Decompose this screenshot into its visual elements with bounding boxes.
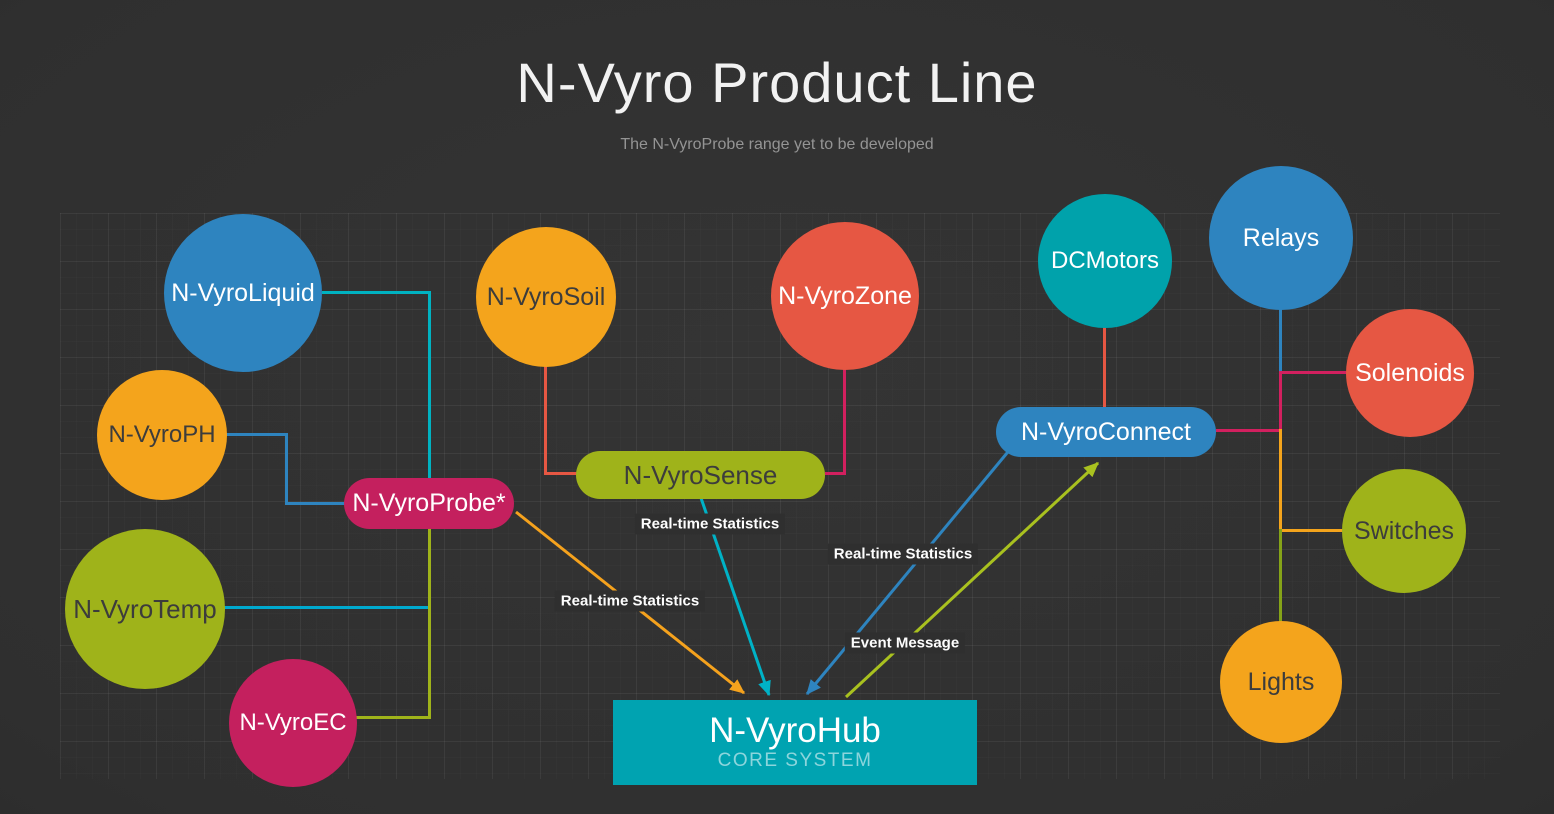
arrow-connect-to-hub <box>805 446 1014 695</box>
node-solenoids[interactable]: Solenoids <box>1346 309 1474 437</box>
connector-ec-probe <box>428 529 431 719</box>
connector-soil-sense <box>544 472 578 475</box>
node-label: N-VyroEC <box>239 709 347 736</box>
node-n-vyrotemp[interactable]: N-VyroTemp <box>65 529 225 689</box>
node-n-vyrosoil[interactable]: N-VyroSoil <box>476 227 616 367</box>
node-n-vyrosense[interactable]: N-VyroSense <box>576 451 825 499</box>
node-n-vyroec[interactable]: N-VyroEC <box>229 659 357 787</box>
node-label: N-VyroSoil <box>486 282 606 311</box>
node-label: N-VyroTemp <box>73 593 217 624</box>
edge-label-probe-to-hub: Real-time Statistics <box>554 590 706 612</box>
connector-temp-probe <box>224 606 430 609</box>
connector-ph-probe <box>285 433 288 505</box>
edge-label-connect-to-hub: Real-time Statistics <box>827 543 979 565</box>
node-n-vyroph[interactable]: N-VyroPH <box>97 370 227 500</box>
connector-liquid-probe <box>322 291 431 294</box>
node-label: Relays <box>1242 223 1320 252</box>
page-title: N-Vyro Product Line <box>516 51 1038 114</box>
edge-label-hub-to-connect: Event Message <box>844 632 966 654</box>
node-n-vyrohub[interactable]: N-VyroHub CORE SYSTEM <box>613 700 977 785</box>
node-label: Switches <box>1353 516 1455 545</box>
node-label: N-VyroLiquid <box>171 278 315 307</box>
node-n-vyroprobe[interactable]: N-VyroProbe* <box>344 478 514 529</box>
hub-subtitle: CORE SYSTEM <box>717 749 873 771</box>
node-label: Lights <box>1247 667 1315 696</box>
connector-connect-trunk <box>1216 429 1282 432</box>
node-label: Solenoids <box>1355 358 1465 387</box>
node-switches[interactable]: Switches <box>1342 469 1466 593</box>
connector-ph-probe <box>226 433 288 436</box>
node-label: DCMotors <box>1050 247 1159 274</box>
connector-ph-probe <box>285 502 345 505</box>
hub-title: N-VyroHub <box>709 711 881 751</box>
node-label: N-VyroSense <box>623 459 778 490</box>
node-dcmotors[interactable]: DCMotors <box>1038 194 1172 328</box>
edge-label-sense-to-hub: Real-time Statistics <box>634 513 786 535</box>
connector-lights-trunk <box>1279 529 1282 623</box>
connector-trunk-crimson <box>1279 371 1282 432</box>
node-relays[interactable]: Relays <box>1209 166 1353 310</box>
connector-relays-trunk <box>1279 309 1282 373</box>
node-n-vyrozone[interactable]: N-VyroZone <box>771 222 919 370</box>
node-label: N-VyroZone <box>778 281 912 310</box>
node-label: N-VyroProbe* <box>352 489 506 517</box>
arrow-hub-to-connect <box>844 461 1100 699</box>
connector-trunk-orange <box>1279 429 1282 532</box>
connector-zone-sense <box>843 368 846 475</box>
node-lights[interactable]: Lights <box>1220 621 1342 743</box>
connector-dcmotors-connect <box>1103 327 1106 409</box>
connector-ec-probe <box>356 716 431 719</box>
page-subtitle: The N-VyroProbe range yet to be develope… <box>620 136 934 153</box>
connector-solenoids-trunk <box>1279 371 1348 374</box>
node-label: N-VyroConnect <box>1021 417 1191 446</box>
connector-zone-sense <box>825 472 846 475</box>
connector-switches-trunk <box>1279 529 1344 532</box>
connector-soil-sense <box>544 365 547 475</box>
connector-liquid-probe <box>428 291 431 478</box>
node-label: N-VyroPH <box>108 421 216 448</box>
node-n-vyroconnect[interactable]: N-VyroConnect <box>996 407 1216 457</box>
node-n-vyroliquid[interactable]: N-VyroLiquid <box>164 214 322 372</box>
